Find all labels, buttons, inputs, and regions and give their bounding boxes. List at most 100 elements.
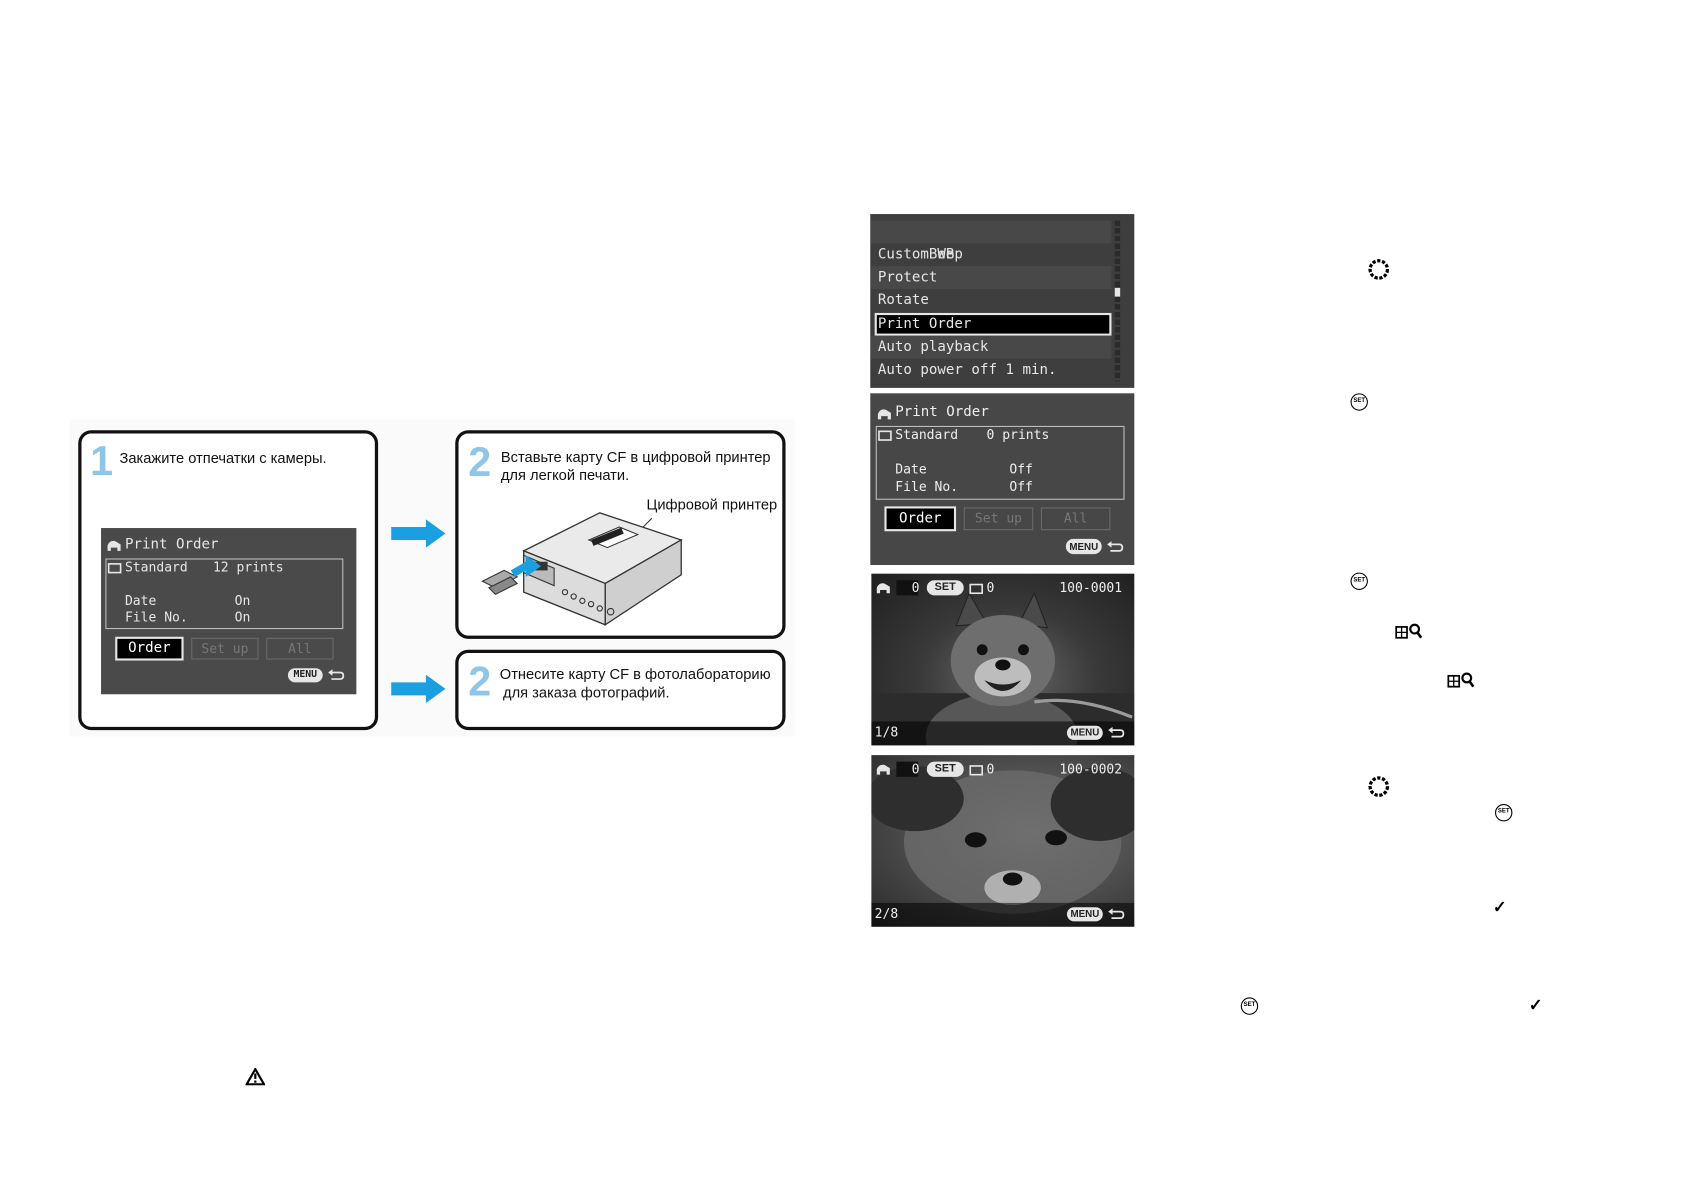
step2a-number: 2 [468, 440, 492, 486]
po-fileno-label: File No. [895, 479, 959, 495]
photo2-qty: 0 [911, 761, 920, 777]
check-mark-icon: ✓ [1528, 996, 1543, 1015]
qty-box [896, 580, 919, 596]
lcd-count: 12 prints [212, 559, 284, 575]
menu-item-custom-wb[interactable]: Custom WB [877, 246, 955, 263]
menu-item-print-order[interactable]: Print Order [874, 312, 1112, 336]
step2b-text-line1: Отнесите карту CF в фотолабораторию [499, 666, 771, 683]
quick-control-dial-icon [1368, 259, 1390, 280]
po-info-frame [875, 425, 1125, 500]
photo2-file-number: 100-0002 [1059, 761, 1123, 777]
index-magnify-icon [1447, 672, 1475, 688]
photo1-bottom-bar: 1/8 MENU [871, 721, 1135, 746]
lcd-order-button[interactable]: Order [115, 636, 184, 661]
photo1-menu-button[interactable]: MENU [1066, 725, 1103, 740]
po-menu-button[interactable]: MENU [1065, 538, 1102, 555]
return-icon [1108, 908, 1125, 919]
lcd-all-button[interactable]: All [266, 637, 334, 660]
photo-screen-2: 0 SET 0 100-0002 2/8 MENU [871, 755, 1135, 927]
lcd-menu-button[interactable]: MENU [287, 668, 323, 683]
menu-item-protect[interactable]: Protect [870, 266, 1112, 290]
step2b-number: 2 [468, 659, 492, 706]
menu-item-rotate[interactable]: Rotate [877, 292, 929, 309]
set-button-label: SET [1353, 397, 1366, 405]
po-all-button[interactable]: All [1040, 507, 1111, 531]
set-button-label: SET [1353, 576, 1366, 584]
step2a-text-line1: Вставьте карту CF в цифровой принтер [500, 448, 771, 466]
po-fileno-value: Off [1009, 479, 1033, 495]
dog-photo-2 [871, 765, 1135, 914]
print-order-icon [876, 764, 890, 775]
photo1-qty: 0 [911, 580, 920, 596]
po-order-button[interactable]: Order [884, 506, 957, 532]
set-button-icon: SET [1495, 804, 1513, 822]
photo2-info-bar: 0 SET 0 100-0002 [871, 755, 1134, 781]
po-type: Standard [895, 426, 959, 443]
po-setup-button[interactable]: Set up [963, 507, 1034, 531]
menu-item-auto-playback[interactable]: Auto playback [870, 335, 1112, 359]
set-button-label: SET [1243, 1001, 1256, 1009]
photo-screen-1: 0 SET 0 100-0001 1/8 MENU [871, 573, 1135, 746]
menu-scrollbar[interactable] [1114, 220, 1121, 382]
photo1-file-number: 100-0001 [1059, 580, 1123, 596]
camera-menu-screen: Beep On Custom WB Protect Rotate Print O… [870, 214, 1135, 388]
set-button-icon: SET [1350, 393, 1368, 411]
print-order-icon [877, 409, 891, 420]
photo2-position: 2/8 [874, 906, 899, 922]
print-order-icon [876, 583, 890, 594]
photo1-index-count: 0 [986, 580, 995, 596]
print-order-icon [107, 540, 121, 551]
po-count: 0 prints [986, 426, 1050, 443]
photo2-bottom-bar: 2/8 MENU [871, 902, 1135, 927]
photo2-menu-button[interactable]: MENU [1066, 907, 1103, 922]
lcd-date-label: Date [124, 593, 157, 609]
photo2-index-count: 0 [986, 761, 995, 777]
step2b-text-line2: для заказа фотографий. [503, 684, 670, 701]
standard-print-icon [107, 563, 122, 574]
standard-print-icon [878, 430, 892, 441]
index-magnify-icon [1395, 623, 1423, 639]
warning-icon [245, 1068, 266, 1086]
return-icon [1107, 541, 1124, 552]
print-order-screen: Print Order Standard 0 prints Date Off F… [870, 393, 1135, 565]
photo2-set-button[interactable]: SET [926, 761, 964, 777]
step2a-text-line2: для легкой печати. [500, 467, 630, 484]
printer-label: Цифровой принтер [646, 496, 778, 513]
return-icon [328, 669, 345, 680]
lcd-date-value: On [234, 593, 251, 609]
index-print-icon [969, 583, 984, 595]
menu-item-beep[interactable]: Beep On [870, 220, 1112, 286]
photo1-set-button[interactable]: SET [926, 580, 964, 596]
lcd-fileno-label: File No. [124, 609, 188, 625]
arrow-to-photolab-icon [391, 674, 446, 703]
quick-control-dial-icon [1368, 776, 1390, 797]
step1-number: 1 [90, 438, 114, 485]
set-button-label: SET [1497, 808, 1510, 815]
step1-text: Закажите отпечатки с камеры. [119, 449, 327, 467]
po-title: Print Order [895, 404, 989, 421]
lcd-type: Standard [124, 559, 188, 575]
lcd-title: Print Order [124, 536, 219, 554]
step1-box: 1 Закажите отпечатки с камеры. Print Ord… [78, 430, 379, 731]
lcd-fileno-value: On [234, 609, 251, 625]
qty-box [896, 761, 919, 777]
set-button-icon: SET [1350, 572, 1368, 590]
menu-item-beep-label: Beep [928, 246, 963, 263]
photo1-position: 1/8 [874, 724, 899, 740]
return-icon [1108, 726, 1125, 738]
index-print-icon [969, 765, 984, 776]
po-date-label: Date [895, 461, 927, 477]
step2a-box: 2 Вставьте карту CF в цифровой принтер д… [455, 430, 786, 639]
arrow-to-printer-icon [391, 519, 446, 548]
check-mark-icon: ✓ [1492, 898, 1507, 918]
po-date-value: Off [1009, 461, 1033, 477]
lcd-setup-button[interactable]: Set up [191, 637, 259, 660]
photo1-info-bar: 0 SET 0 100-0001 [871, 574, 1134, 600]
lcd-print-order: Print Order Standard 12 prints Date On F… [101, 528, 357, 695]
menu-item-auto-power-off[interactable]: Auto power off 1 min. [877, 361, 1057, 379]
menu-scrollbar-thumb[interactable] [1114, 287, 1121, 297]
digital-printer-illustration [481, 512, 683, 626]
lcd-info-frame [105, 558, 344, 630]
step2b-box: 2 Отнесите карту CF в фотолабораторию дл… [455, 649, 786, 731]
